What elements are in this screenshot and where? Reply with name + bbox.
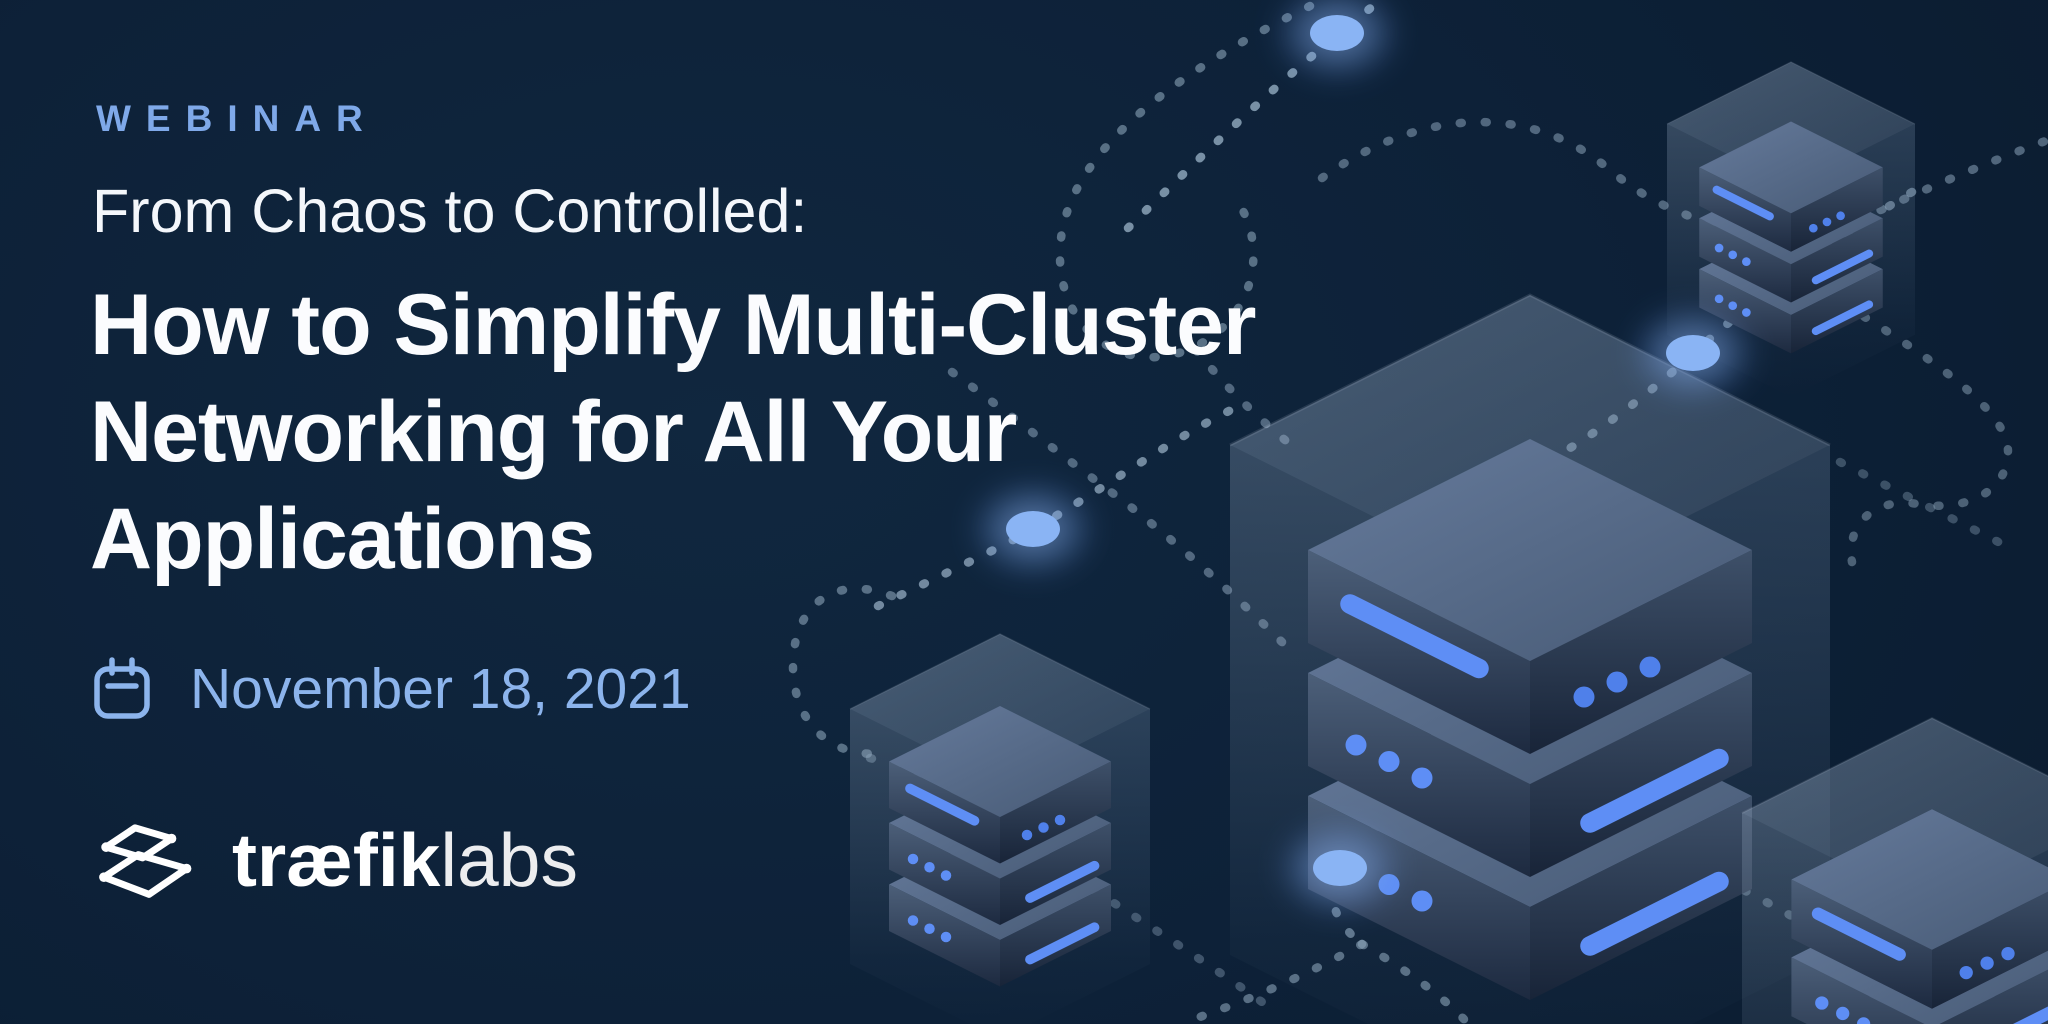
traefik-labs-logo: træfiklabs bbox=[90, 806, 578, 914]
banner-title: How to Simplify Multi-Cluster Networking… bbox=[90, 272, 1256, 593]
event-date-text: November 18, 2021 bbox=[190, 657, 691, 721]
title-line-3: Applications bbox=[90, 491, 595, 587]
event-date-row: November 18, 2021 bbox=[92, 656, 691, 722]
logo-wordmark: træfiklabs bbox=[232, 817, 578, 903]
logo-wordmark-labs: labs bbox=[440, 818, 578, 902]
logo-wordmark-traefik: træfik bbox=[232, 818, 441, 902]
calendar-icon bbox=[94, 657, 150, 719]
title-line-2: Networking for All Your bbox=[90, 384, 1017, 480]
banner-subtitle: From Chaos to Controlled: bbox=[92, 177, 808, 245]
title-line-1: How to Simplify Multi-Cluster bbox=[90, 277, 1256, 373]
traefik-logo-icon bbox=[99, 824, 192, 898]
webinar-category-label: WEBINAR bbox=[96, 98, 378, 139]
